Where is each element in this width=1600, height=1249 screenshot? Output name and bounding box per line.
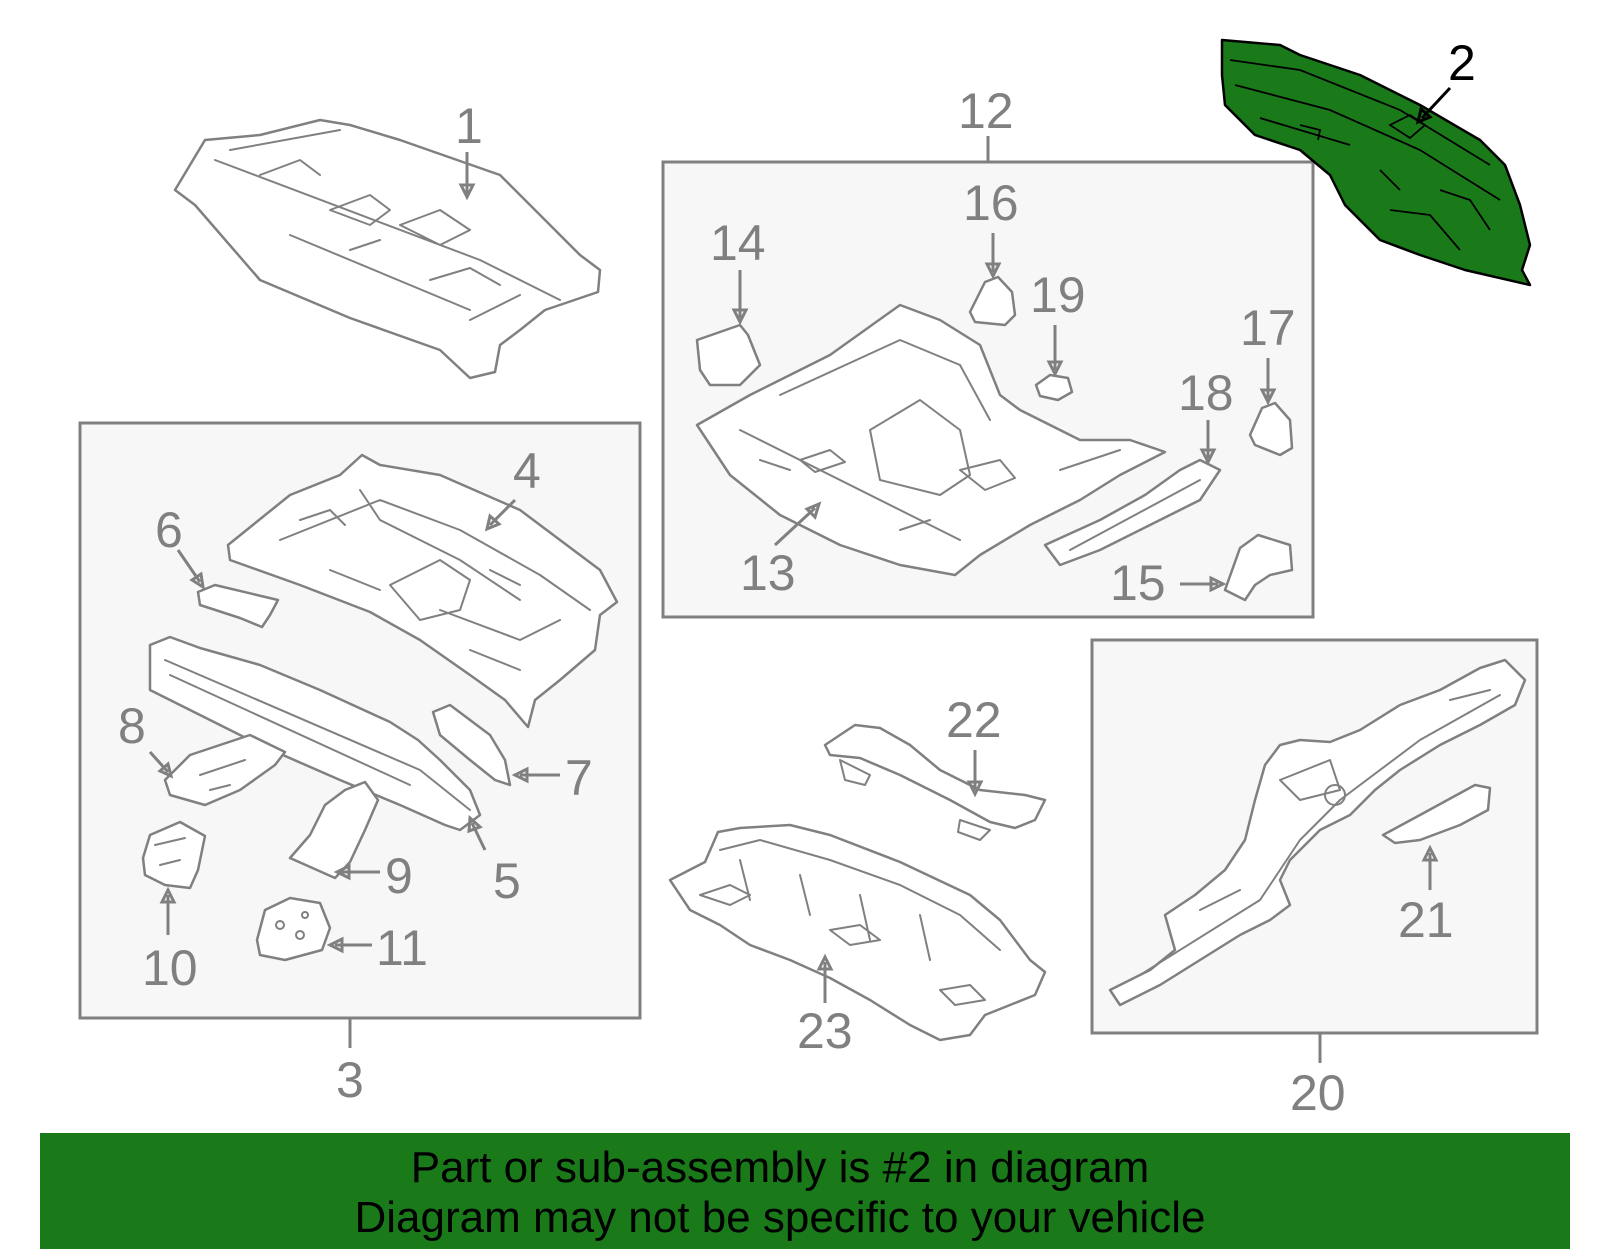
callout-16: 16 bbox=[963, 175, 1019, 231]
callout-22: 22 bbox=[946, 692, 1002, 748]
part-1[interactable] bbox=[173, 118, 602, 380]
banner-line-2: Diagram may not be specific to your vehi… bbox=[354, 1193, 1206, 1242]
callout-10: 10 bbox=[142, 940, 198, 996]
callout-23: 23 bbox=[797, 1003, 853, 1059]
callout-21: 21 bbox=[1398, 892, 1454, 948]
callout-20: 20 bbox=[1290, 1065, 1346, 1121]
callout-2-highlighted: 2 bbox=[1448, 35, 1476, 91]
part-8[interactable] bbox=[163, 733, 287, 807]
part-10[interactable] bbox=[141, 820, 207, 890]
leader-lines bbox=[148, 86, 1452, 1063]
info-banner: Part or sub-assembly is #2 in diagram Di… bbox=[40, 1133, 1570, 1249]
part-16[interactable] bbox=[968, 275, 1017, 327]
part-2-highlighted[interactable] bbox=[1220, 38, 1532, 287]
part-4[interactable] bbox=[226, 453, 619, 729]
callout-8: 8 bbox=[118, 698, 146, 754]
callout-5: 5 bbox=[493, 853, 521, 909]
banner-line-1: Part or sub-assembly is #2 in diagram bbox=[410, 1143, 1150, 1192]
part-20[interactable] bbox=[1108, 658, 1527, 1007]
part-22[interactable] bbox=[823, 723, 1047, 841]
part-6[interactable] bbox=[196, 583, 280, 629]
part-15[interactable] bbox=[1223, 533, 1294, 602]
callout-3: 3 bbox=[336, 1052, 364, 1108]
part-18[interactable] bbox=[1043, 458, 1222, 567]
callout-13: 13 bbox=[740, 545, 796, 601]
callout-9: 9 bbox=[385, 848, 413, 904]
part-19[interactable] bbox=[1034, 373, 1074, 402]
part-21[interactable] bbox=[1381, 783, 1492, 845]
callout-14: 14 bbox=[710, 215, 766, 271]
part-17[interactable] bbox=[1248, 401, 1294, 457]
part-23[interactable] bbox=[668, 823, 1047, 1042]
callout-17: 17 bbox=[1240, 300, 1296, 356]
callout-11: 11 bbox=[376, 920, 428, 976]
callout-19: 19 bbox=[1030, 267, 1086, 323]
part-14[interactable] bbox=[695, 323, 762, 387]
callout-18: 18 bbox=[1178, 365, 1234, 421]
part-11[interactable] bbox=[255, 896, 332, 962]
callout-12: 12 bbox=[958, 83, 1014, 139]
part-7[interactable] bbox=[431, 703, 512, 787]
callout-4: 4 bbox=[513, 443, 541, 499]
callout-7: 7 bbox=[565, 750, 593, 806]
callout-15: 15 bbox=[1110, 555, 1166, 611]
callout-6: 6 bbox=[155, 502, 183, 558]
callout-1: 1 bbox=[455, 98, 483, 154]
